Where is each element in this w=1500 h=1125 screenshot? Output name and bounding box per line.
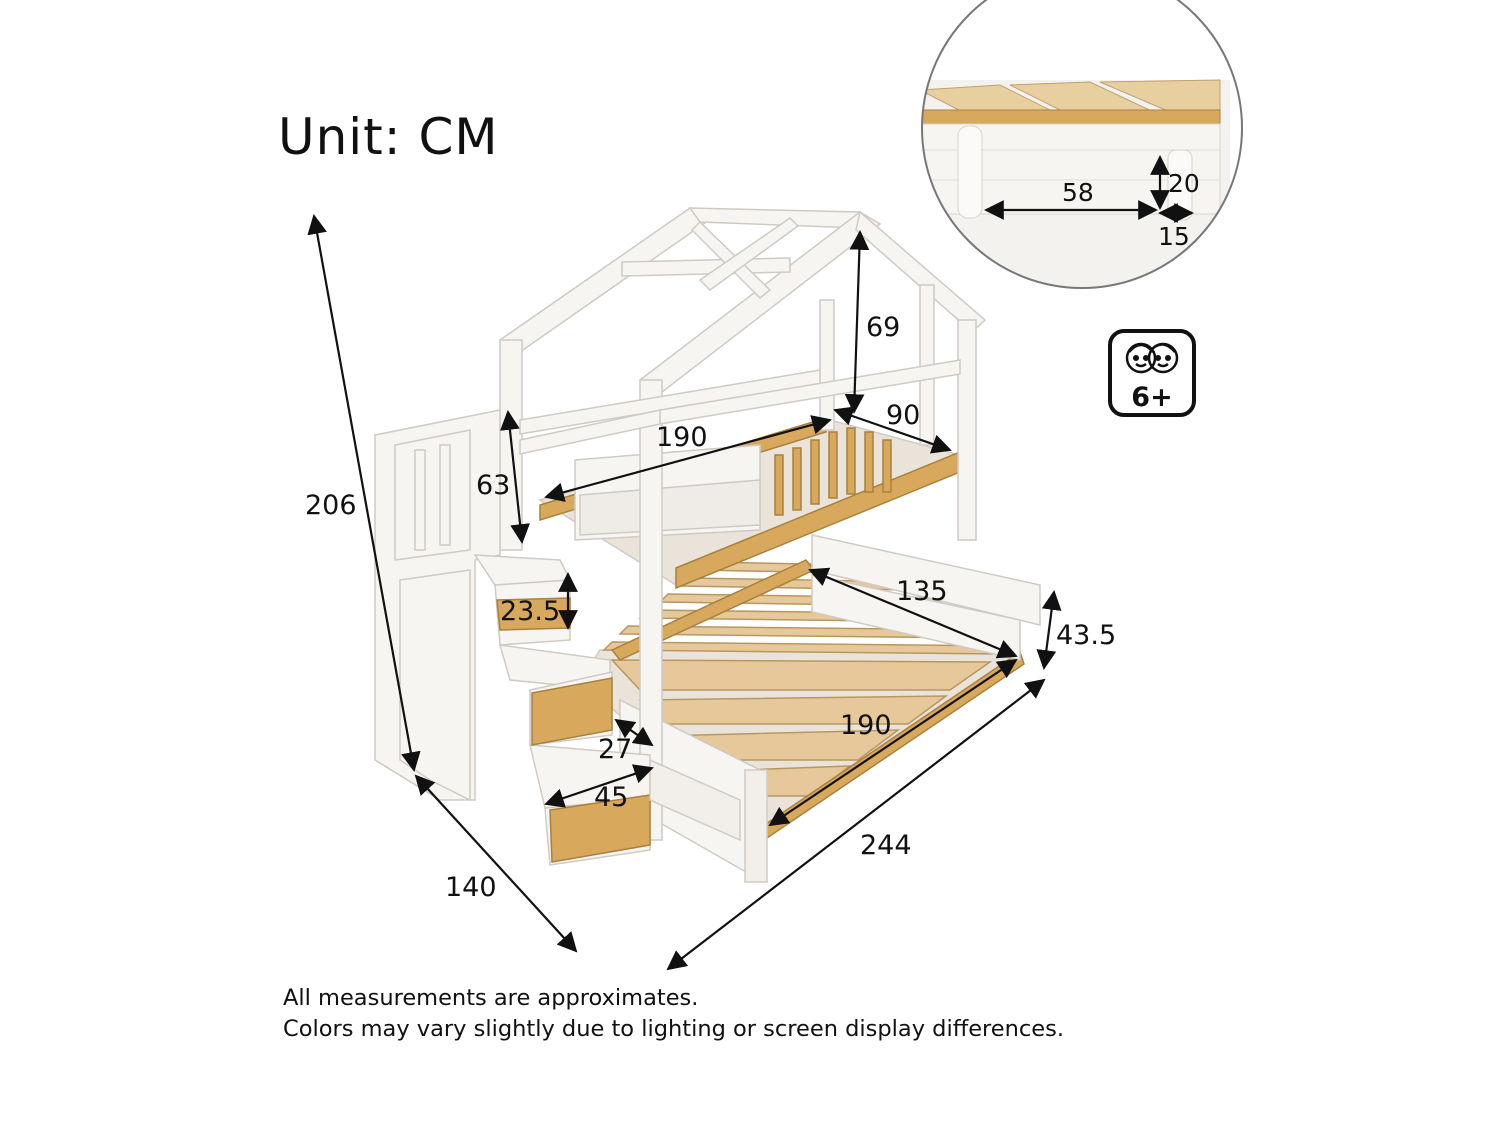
dim-lower-bed-width: 135 <box>896 576 948 607</box>
dim-overall-depth: 140 <box>445 872 497 903</box>
disclaimer-line-1: All measurements are approximates. <box>283 985 699 1011</box>
dim-lower-side-height: 43.5 <box>1056 620 1116 651</box>
bunk-bed-illustration <box>374 207 1041 883</box>
dim-total-height: 206 <box>305 490 357 521</box>
dim-upper-bed-length: 190 <box>656 422 708 453</box>
age-6-plus-badge: 6+ <box>1108 329 1196 417</box>
age-badge-text: 6+ <box>1131 382 1172 413</box>
dim-upper-guard-height: 63 <box>476 470 510 501</box>
dim-upper-bed-width: 90 <box>886 400 920 431</box>
disclaimer-notes: All measurements are approximates. Color… <box>283 983 1064 1045</box>
dim-lower-bed-length: 190 <box>840 710 892 741</box>
dim-inset-slat-height: 20 <box>1168 169 1200 198</box>
dim-step-depth: 27 <box>598 734 632 765</box>
dim-inset-post-width: 15 <box>1158 222 1190 251</box>
disclaimer-line-2: Colors may vary slightly due to lighting… <box>283 1016 1064 1042</box>
dimension-labels: 206 69 63 190 90 23.5 135 43.5 190 27 45… <box>305 312 1116 903</box>
dim-overall-length: 244 <box>860 830 912 861</box>
dim-step-height: 23.5 <box>500 596 560 627</box>
dim-inset-gap-length: 58 <box>1062 178 1094 207</box>
dim-step-width: 45 <box>594 782 628 813</box>
detail-inset: 58 20 15 <box>921 0 1243 289</box>
dim-roof-height: 69 <box>866 312 900 343</box>
children-faces-icon <box>1125 342 1179 374</box>
unit-title: Unit: CM <box>278 108 499 166</box>
dimension-lines <box>307 214 1062 971</box>
